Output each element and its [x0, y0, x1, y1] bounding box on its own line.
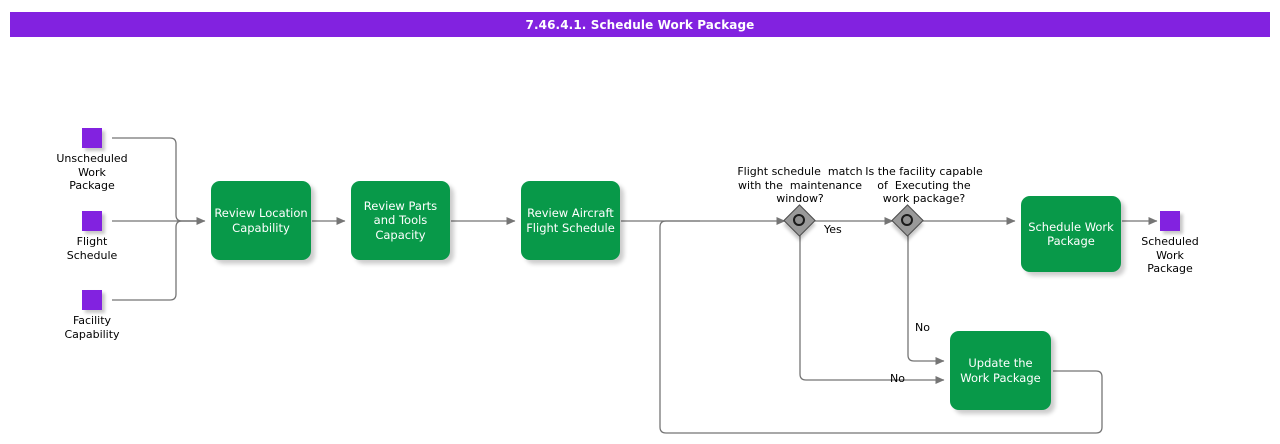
task-update-the-work-package[interactable]: Update the Work Package — [950, 331, 1051, 410]
task-schedule-work-package[interactable]: Schedule Work Package — [1021, 196, 1121, 272]
data-object-facility-capability[interactable]: Facility Capability — [64, 290, 120, 341]
edge-update-loopback — [659, 220, 1103, 434]
gateway-facility-capable-question: Is the facility capable of Executing the… — [865, 165, 983, 205]
task-label: Review Parts and Tools Capacity — [363, 198, 438, 242]
gateway-flight-schedule-match[interactable] — [783, 204, 816, 237]
task-review-parts-and-tools-capacity[interactable]: Review Parts and Tools Capacity — [351, 181, 450, 260]
task-review-location-capability[interactable]: Review Location Capability — [211, 181, 311, 260]
data-object-icon — [82, 128, 102, 148]
edge-facility-to-review-location — [112, 220, 200, 301]
task-label: Review Location Capability — [214, 206, 308, 235]
gateway-facility-capable[interactable] — [891, 204, 924, 237]
edge-label-gateway1-no: No — [890, 372, 905, 385]
gateway-circle-icon — [793, 214, 805, 226]
task-label: Review Aircraft Flight Schedule — [526, 206, 615, 235]
edge-label-gateway1-yes: Yes — [824, 223, 842, 236]
task-label: Update the Work Package — [960, 356, 1041, 385]
gateway-circle-icon — [901, 214, 913, 226]
data-object-icon — [82, 290, 102, 310]
diagram-title-bar: 7.46.4.1. Schedule Work Package — [10, 12, 1270, 37]
data-object-unscheduled-work-package[interactable]: Unscheduled Work Package — [56, 128, 128, 192]
edge-gateway2-no-to-update — [907, 236, 945, 365]
edge-gateway1-no-to-update — [799, 236, 945, 384]
data-object-icon — [1160, 211, 1180, 231]
edge-label-gateway2-no: No — [915, 321, 930, 334]
data-object-flight-schedule[interactable]: Flight Schedule — [67, 211, 117, 262]
page-title: 7.46.4.1. Schedule Work Package — [525, 17, 755, 32]
task-label: Schedule Work Package — [1028, 219, 1114, 249]
data-object-label: Scheduled Work Package — [1141, 235, 1199, 275]
data-object-icon — [82, 211, 102, 231]
task-review-aircraft-flight-schedule[interactable]: Review Aircraft Flight Schedule — [521, 181, 620, 260]
data-object-label: Flight Schedule — [66, 235, 118, 262]
data-object-label: Facility Capability — [64, 314, 120, 341]
data-object-scheduled-work-package[interactable]: Scheduled Work Package — [1141, 211, 1199, 275]
data-object-label: Unscheduled Work Package — [56, 152, 128, 192]
gateway-flight-schedule-match-question: Flight schedule match with the maintenan… — [737, 165, 863, 205]
